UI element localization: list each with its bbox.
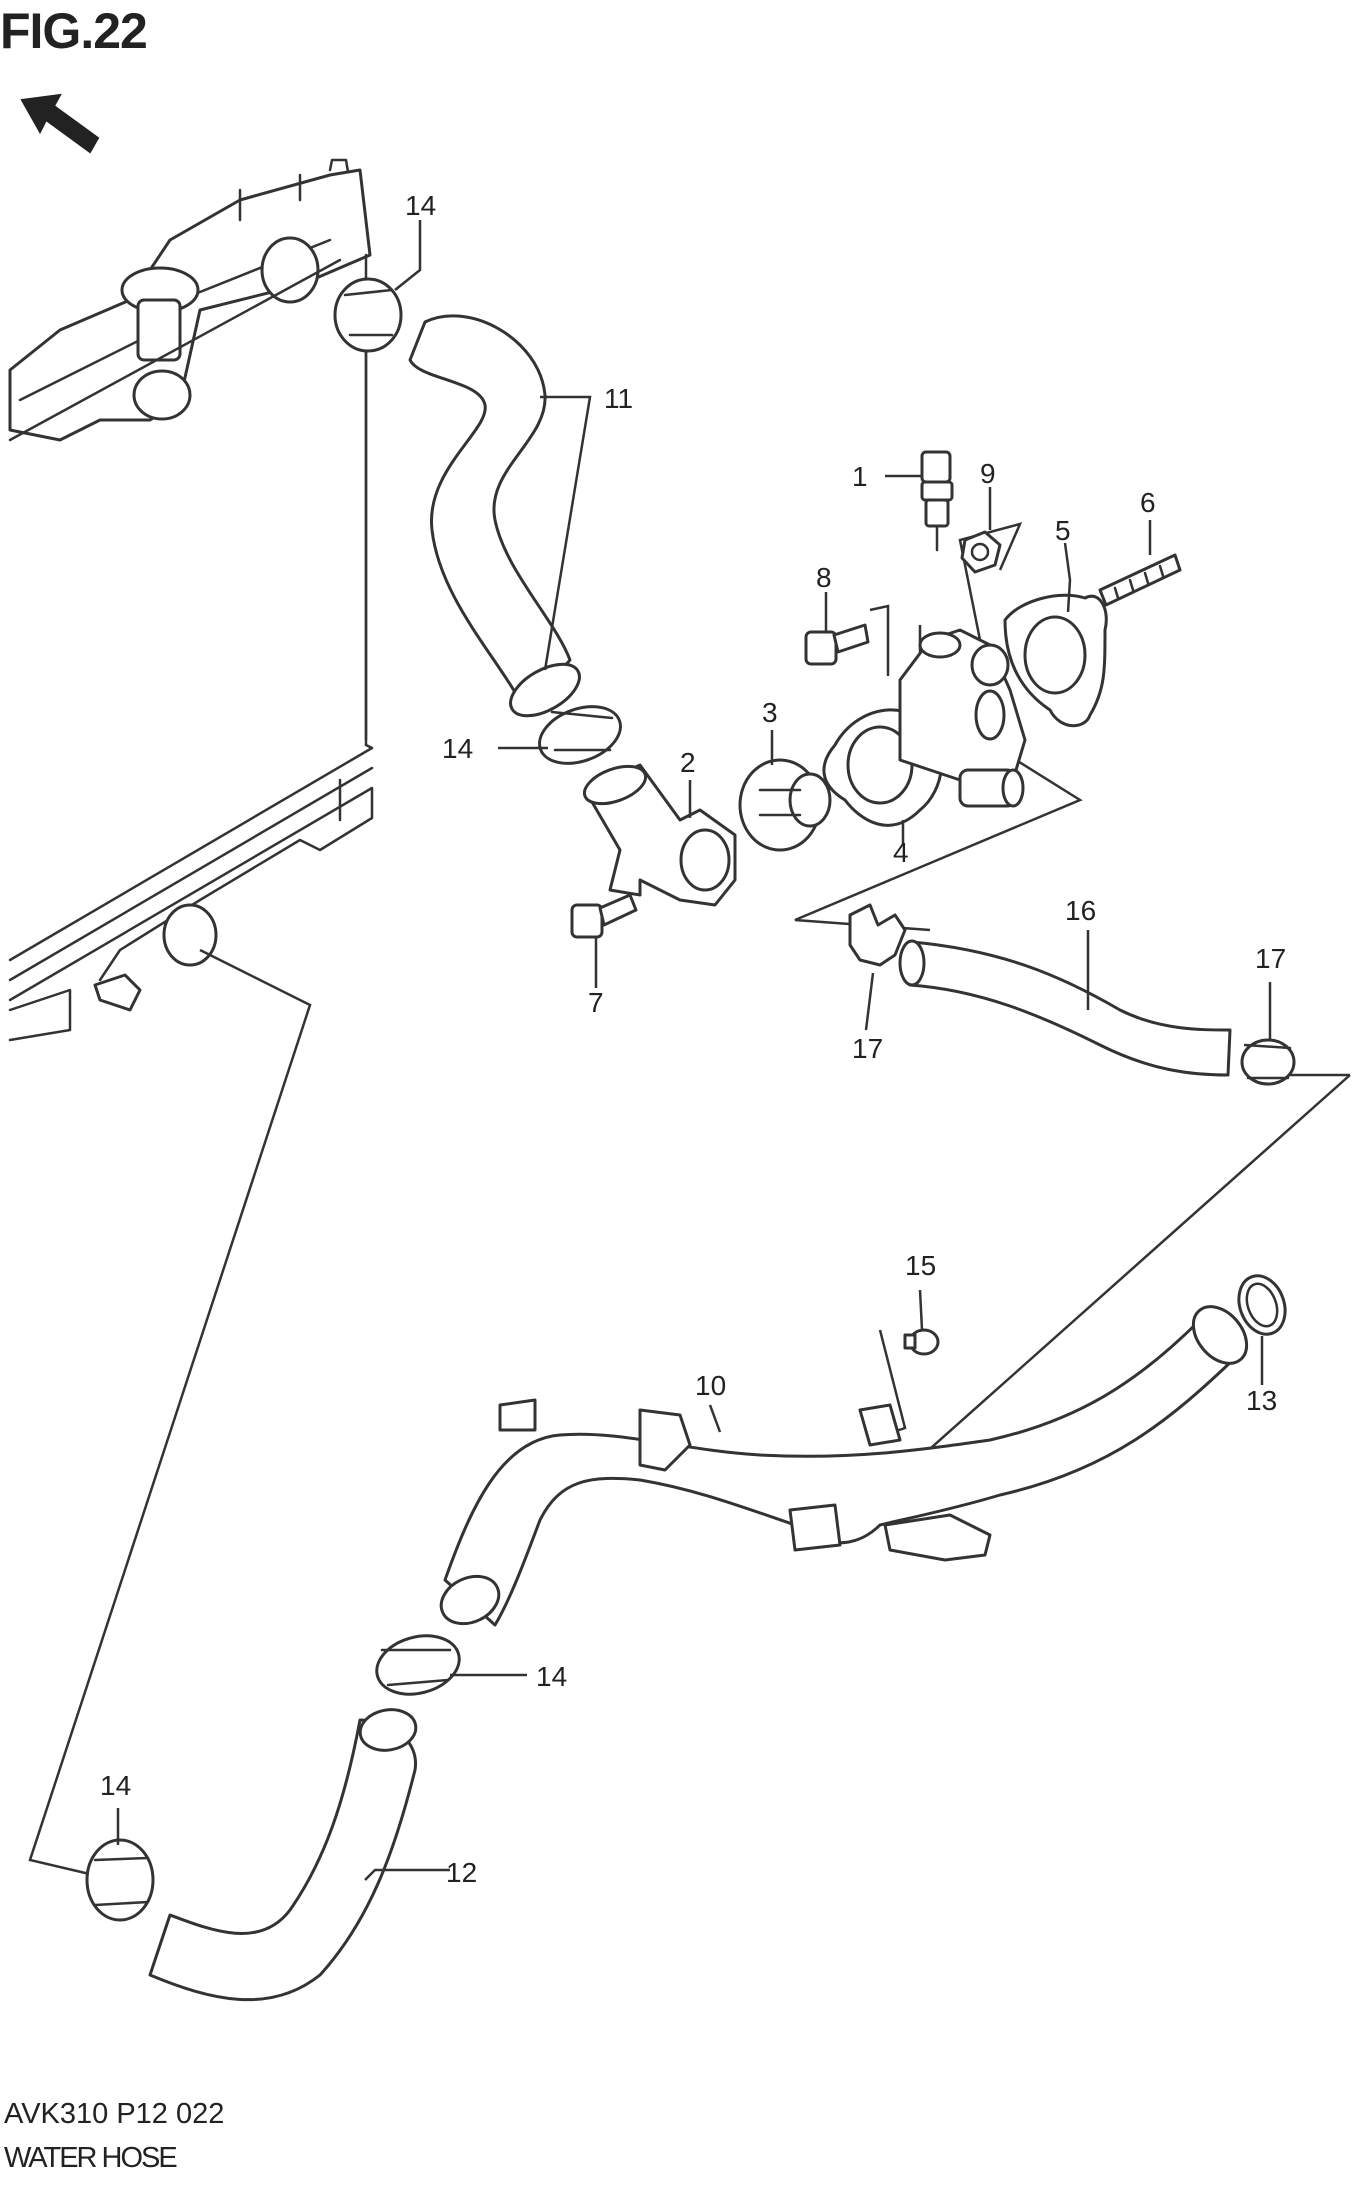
hose-clamp-17-left [848,903,907,967]
callout-labels: 1 9 6 5 8 3 2 14 4 7 16 17 17 11 14 15 1… [100,190,1286,1888]
callout-7: 7 [588,987,604,1018]
callout-13: 13 [1246,1385,1277,1416]
nut-9 [960,530,1002,574]
callout-12: 12 [446,1857,477,1888]
callout-14-thermostat: 14 [442,733,473,764]
callout-9: 9 [980,458,996,489]
callout-1: 1 [852,461,868,492]
figure-title: FIG.22 [0,3,148,59]
hose-clamp-thermostat [538,705,622,765]
callout-5: 5 [1055,515,1071,546]
hose-clamp-upper [333,277,403,353]
callout-8: 8 [816,562,832,593]
thermostat-housing [898,628,1027,808]
diagram-code: AVK310 P12 022 [4,2098,225,2130]
callout-14-lower: 14 [100,1770,131,1801]
callout-11: 11 [604,383,633,414]
callout-16: 16 [1065,895,1096,926]
bypass-hose [898,939,1232,1077]
callout-14-upper: 14 [405,190,436,221]
bolt-8 [804,623,870,666]
radiator-core [8,253,374,1042]
thermostat [738,758,832,852]
thermostat-cap [582,763,737,907]
bolt-15 [903,1328,940,1356]
callout-14-pipe: 14 [536,1661,567,1692]
o-ring [1237,1274,1287,1336]
housing-gasket [1003,593,1108,728]
stud-6 [1098,553,1182,607]
hose-clamp-17-right [1240,1038,1296,1086]
callout-leaders [116,220,1272,1881]
bolt-7 [570,893,638,939]
callout-17-right: 17 [1255,943,1286,974]
lower-radiator-hose [148,1708,418,2002]
upper-radiator-hose [408,314,581,718]
hose-clamp-pipe [375,1634,461,1696]
temperature-sensor [920,450,954,552]
callout-2: 2 [680,747,696,778]
diagram-name: WATER HOSE [4,2142,178,2174]
water-inlet-pipe [439,1305,1249,1627]
callout-3: 3 [762,697,778,728]
callout-4: 4 [893,837,909,868]
callout-15: 15 [905,1250,936,1281]
radiator-upper-tank [8,158,372,442]
callout-10: 10 [695,1370,726,1401]
callout-17-left: 17 [852,1033,883,1064]
front-direction-arrow-icon [20,93,100,154]
callout-6: 6 [1140,487,1156,518]
hose-clamp-radiator-lower [85,1838,155,1922]
